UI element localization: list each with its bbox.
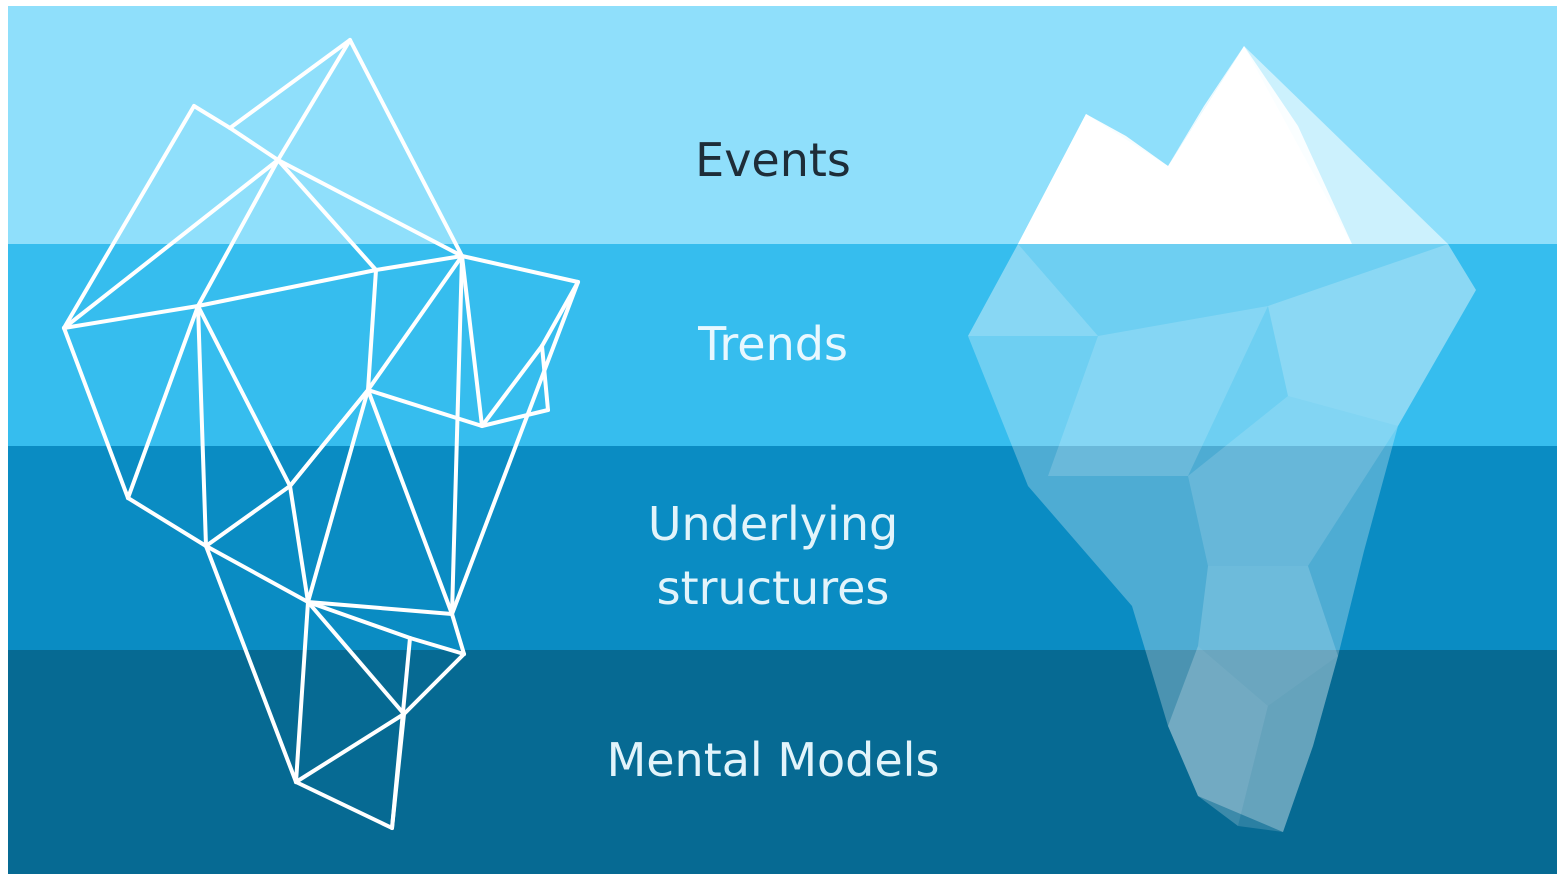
iceberg-outline-edge bbox=[366, 388, 454, 616]
iceberg-outline-edge bbox=[294, 712, 406, 784]
layer-label-trends: Trends bbox=[548, 312, 998, 376]
iceberg-outline-edge bbox=[196, 304, 208, 548]
iceberg-outline-edge bbox=[366, 388, 484, 428]
iceberg-outline-edge bbox=[306, 388, 370, 604]
iceberg-outline-edge bbox=[294, 600, 310, 784]
iceberg-outline-edge bbox=[288, 388, 370, 488]
iceberg-outline-edge bbox=[366, 268, 378, 392]
layer-label-line: Underlying bbox=[647, 497, 899, 551]
iceberg-tip bbox=[1018, 46, 1448, 244]
iceberg-outline-edge bbox=[460, 254, 580, 284]
iceberg-outline-edge bbox=[408, 636, 466, 656]
iceberg-outline-edge bbox=[276, 158, 464, 258]
iceberg-outline-edge bbox=[228, 126, 280, 162]
iceberg-outline-edge bbox=[480, 344, 544, 428]
layer-label-line: Events bbox=[695, 133, 851, 187]
iceberg-outline-edge bbox=[306, 600, 406, 716]
outline-iceberg-icon bbox=[62, 38, 580, 830]
solid-iceberg-icon bbox=[968, 46, 1476, 832]
underlying-structures-layer bbox=[8, 446, 1557, 650]
iceberg-outline-edge bbox=[366, 254, 464, 392]
iceberg-body bbox=[968, 244, 1476, 832]
layer-label-line: Trends bbox=[698, 317, 848, 371]
iceberg-diagram: Events Trends Underlying structures Ment… bbox=[8, 6, 1557, 874]
layer-label-line: structures bbox=[656, 561, 890, 615]
iceberg-outline-edge bbox=[450, 254, 464, 616]
iceberg-outline-edge bbox=[306, 600, 412, 640]
iceberg-outline-edge bbox=[540, 344, 550, 412]
iceberg-outline-edge bbox=[276, 158, 378, 272]
iceberg-outline-edge bbox=[390, 712, 406, 830]
iceberg-outline-edge bbox=[294, 780, 394, 830]
iceberg-outline-edge bbox=[374, 254, 464, 272]
iceberg-outline-edge bbox=[402, 652, 466, 716]
iceberg-outline-edge bbox=[192, 104, 232, 130]
layer-label-line: Mental Models bbox=[606, 733, 940, 787]
iceberg-outline-edge bbox=[228, 38, 352, 130]
iceberg-outline-edge bbox=[196, 268, 378, 308]
layer-label-events: Events bbox=[548, 128, 998, 192]
iceberg-outline-edge bbox=[204, 484, 292, 548]
layer-label-mental-models: Mental Models bbox=[548, 728, 998, 792]
iceberg-outline-edge bbox=[450, 280, 580, 616]
iceberg-outline-edge bbox=[306, 600, 454, 616]
iceberg-outline-edge bbox=[204, 544, 298, 784]
iceberg-outline-edge bbox=[196, 158, 280, 308]
iceberg-outline-edge bbox=[348, 38, 464, 258]
trends-layer bbox=[8, 244, 1557, 446]
iceberg-outline-edge bbox=[62, 326, 130, 500]
mental-models-layer bbox=[8, 650, 1557, 874]
iceberg-outline-edge bbox=[126, 496, 208, 548]
iceberg-outline-edge bbox=[196, 304, 292, 488]
iceberg-outline-edge bbox=[288, 484, 310, 604]
iceberg-outline-edge bbox=[62, 304, 200, 330]
iceberg-outline-edge bbox=[62, 104, 196, 330]
iceberg-outline-edge bbox=[276, 38, 352, 162]
layer-label-underlying-structures: Underlying structures bbox=[548, 492, 998, 620]
iceberg-outline-edge bbox=[62, 158, 280, 330]
iceberg-outline-edge bbox=[480, 408, 550, 428]
iceberg-outline-edge bbox=[460, 254, 484, 428]
iceberg-outline-edge bbox=[204, 544, 310, 604]
iceberg-outline-edge bbox=[450, 612, 466, 656]
iceberg-outline-edge bbox=[126, 304, 200, 500]
